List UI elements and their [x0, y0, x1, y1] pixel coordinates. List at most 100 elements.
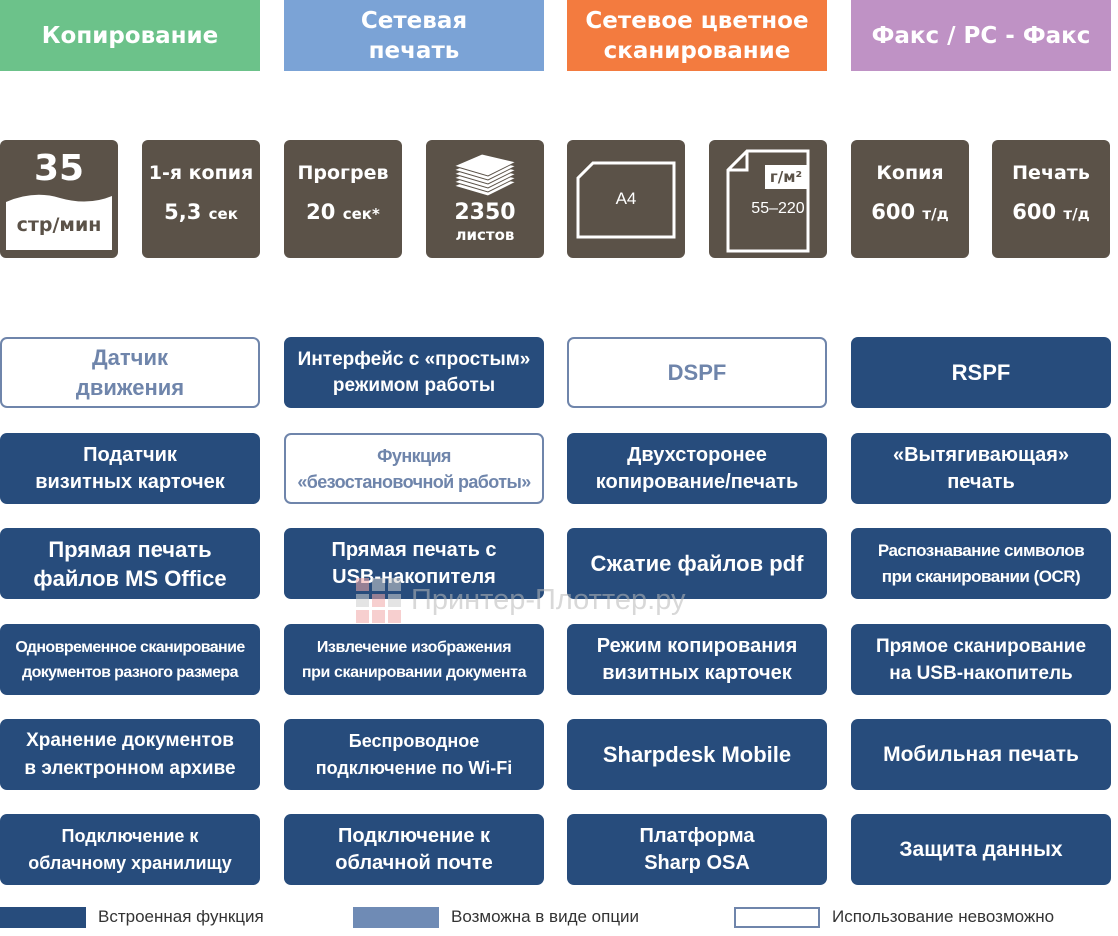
legend-unavailable-swatch [734, 906, 820, 928]
feature-label: Беспроводное подключение по Wi-Fi [315, 730, 513, 778]
legend-unavailable-label: Использование невозможно [832, 907, 1055, 926]
feature-rspf: RSPF [851, 337, 1111, 408]
feature-document-archive: Хранение документов в электронном архиве [0, 719, 260, 790]
feature-label: Подключение к облачному хранилищу [28, 825, 232, 873]
feature-label: Платформа Sharp OSA [639, 824, 755, 874]
header-network-scan: Сетевое цветное сканирование [567, 0, 827, 71]
spec-speed: 35 стр/мин [0, 140, 118, 258]
copy-res-value: 600 [871, 200, 916, 224]
feature-label: Защита данных [899, 837, 1063, 861]
feature-label: Податчик визитных карточек [35, 443, 225, 493]
paper-size-value: A4 [615, 189, 637, 208]
print-res-title: Печать [1012, 162, 1090, 184]
feature-label: Sharpdesk Mobile [602, 741, 792, 767]
feature-label: Одновременное сканирование документов ра… [15, 638, 245, 681]
feature-data-security: Защита данных [851, 814, 1111, 885]
feature-image-extraction: Извлечение изображения при сканировании … [284, 624, 544, 695]
feature-label: Извлечение изображения при сканировании … [301, 638, 527, 681]
feature-label: Прямая печать с USB-накопителя [331, 538, 497, 588]
legend-optional-swatch [353, 906, 439, 928]
paper-weight-value: 55–220 [751, 200, 805, 217]
paper-stack-icon [6, 194, 112, 250]
header-network-print-label: Сетевая печать [360, 7, 468, 64]
warmup-value: 20 [306, 200, 336, 224]
spec-copy-resolution: Копия 600 т/д [851, 140, 969, 258]
legend-builtin-swatch [0, 906, 86, 928]
spec-warmup: Прогрев 20 сек* [284, 140, 402, 258]
capacity-unit: листов [455, 226, 515, 244]
header-copying: Копирование [0, 0, 260, 71]
feature-sharp-osa: Платформа Sharp OSA [567, 814, 827, 885]
feature-pdf-compression: Сжатие файлов pdf [567, 528, 827, 599]
speed-value: 35 [33, 148, 85, 189]
legend-builtin: Встроенная функция [0, 906, 264, 928]
feature-label: Функция «безостановочной работы» [297, 445, 531, 492]
feature-dspf: DSPF [567, 337, 827, 408]
feature-direct-print-usb: Прямая печать с USB-накопителя [284, 528, 544, 599]
feature-wifi: Беспроводное подключение по Wi-Fi [284, 719, 544, 790]
legend-optional-label: Возможна в виде опции [451, 907, 640, 926]
header-fax: Факс / PC - Факс [851, 0, 1111, 71]
warmup-value-row: 20 сек* [284, 200, 402, 224]
feature-motion-sensor: Датчик движения [0, 337, 260, 408]
feature-business-card-feeder: Податчик визитных карточек [0, 433, 260, 504]
feature-label: Интерфейс с «простым» режимом работы [297, 348, 531, 396]
paper-sheet-icon [576, 161, 676, 239]
legend-optional: Возможна в виде опции [353, 906, 639, 928]
spec-capacity: 2350 листов [426, 140, 544, 258]
print-res-value: 600 [1012, 200, 1057, 224]
feature-label: DSPF [667, 359, 727, 385]
feature-ocr: Распознавание символов при сканировании … [851, 528, 1111, 599]
speed-unit: стр/мин [16, 214, 102, 236]
legend-unavailable: Использование невозможно [734, 906, 1054, 928]
header-network-scan-label: Сетевое цветное сканирование [585, 7, 809, 64]
feature-label: Мобильная печать [883, 742, 1079, 766]
first-copy-title: 1-я копия [148, 162, 254, 184]
spec-paper-weight: г/м² 55–220 [709, 140, 827, 258]
watermark: Принтер-Плоттер.ру [356, 578, 686, 623]
feature-mixed-size-scan: Одновременное сканирование документов ра… [0, 624, 260, 695]
first-copy-value-row: 5,3 сек [142, 200, 260, 224]
warmup-unit: сек* [342, 205, 380, 223]
header-network-print: Сетевая печать [284, 0, 544, 71]
feature-mobile-print: Мобильная печать [851, 719, 1111, 790]
feature-label: Распознавание символов при сканировании … [877, 540, 1085, 586]
feature-label: Прямая печать файлов MS Office [33, 536, 227, 591]
spec-first-copy: 1-я копия 5,3 сек [142, 140, 260, 258]
warmup-title: Прогрев [297, 162, 389, 184]
header-copying-label: Копирование [41, 22, 219, 49]
feature-card-copy-mode: Режим копирования визитных карточек [567, 624, 827, 695]
feature-scan-to-usb: Прямое сканирование на USB-накопитель [851, 624, 1111, 695]
feature-label: Двухсторонее копирование/печать [595, 443, 799, 493]
legend-builtin-label: Встроенная функция [98, 907, 264, 926]
feature-sharpdesk-mobile: Sharpdesk Mobile [567, 719, 827, 790]
feature-label: Режим копирования визитных карточек [596, 634, 798, 684]
document-icon [726, 149, 810, 253]
feature-cloud-storage: Подключение к облачному хранилищу [0, 814, 260, 885]
print-res-value-row: 600 т/д [992, 200, 1110, 224]
spec-print-resolution: Печать 600 т/д [992, 140, 1110, 258]
first-copy-unit: сек [208, 205, 238, 223]
feature-simple-mode-interface: Интерфейс с «простым» режимом работы [284, 337, 544, 408]
capacity-value: 2350 [454, 200, 516, 225]
print-res-unit: т/д [1063, 205, 1090, 223]
feature-label: Датчик движения [75, 344, 185, 400]
feature-label: RSPF [951, 359, 1011, 385]
feature-label: Подключение к облачной почте [335, 824, 493, 874]
feature-duplex: Двухсторонее копирование/печать [567, 433, 827, 504]
copy-res-value-row: 600 т/д [851, 200, 969, 224]
paper-ream-icon [452, 153, 518, 197]
feature-nonstop-operation: Функция «безостановочной работы» [284, 433, 544, 504]
feature-cloud-mail: Подключение к облачной почте [284, 814, 544, 885]
copy-res-title: Копия [876, 162, 944, 184]
spec-paper-size: A4 [567, 140, 685, 258]
feature-label: «Вытягивающая» печать [892, 443, 1069, 493]
feature-direct-print-office: Прямая печать файлов MS Office [0, 528, 260, 599]
paper-weight-unit: г/м² [769, 168, 803, 186]
copy-res-unit: т/д [922, 205, 949, 223]
feature-label: Прямое сканирование на USB-накопитель [875, 635, 1087, 684]
watermark-logo-icon [356, 578, 401, 623]
feature-pull-print: «Вытягивающая» печать [851, 433, 1111, 504]
feature-label: Хранение документов в электронном архиве [24, 729, 236, 779]
header-fax-label: Факс / PC - Факс [871, 22, 1091, 49]
